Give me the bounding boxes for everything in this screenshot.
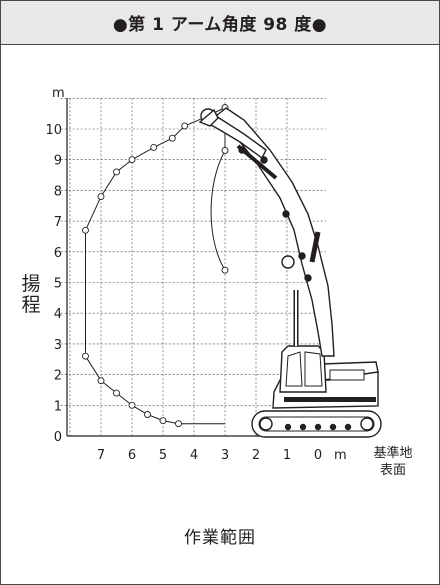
y-tick-label: 1: [54, 399, 62, 414]
roller-4: [329, 423, 337, 431]
reach-point: [168, 134, 176, 142]
reach-point: [128, 156, 136, 164]
x-tick-label: 7: [97, 448, 105, 463]
y-tick-label: 8: [54, 184, 62, 199]
x-tick-label: 2: [252, 448, 260, 463]
reach-point: [150, 143, 158, 151]
y-tick-label: 5: [54, 277, 62, 292]
reach-point: [113, 389, 120, 397]
roller-2: [299, 423, 307, 431]
body-stripe: [284, 397, 376, 402]
reach-point: [175, 420, 182, 428]
x-tick-labels: 7 6 5 4 3 2 1 0: [97, 448, 322, 463]
reach-point: [97, 377, 105, 385]
roller-5: [344, 423, 352, 431]
reach-point: [181, 122, 189, 130]
boom: [214, 107, 335, 357]
cab-window-front: [285, 351, 303, 387]
y-tick-label: 4: [54, 307, 62, 322]
panel-header: ●第 1 アーム角度 98 度●: [1, 1, 439, 45]
reach-point: [97, 193, 105, 200]
x-tick-label: 5: [159, 448, 167, 463]
track-inner: [258, 416, 375, 432]
idler-wheel: [259, 417, 273, 431]
y-tick-label: 9: [54, 154, 62, 169]
pin-1: [298, 252, 306, 260]
bucket: [198, 108, 219, 127]
ground-reference-label: 基準地 表面: [368, 445, 418, 479]
y-tick-label: 10: [45, 123, 62, 138]
reach-point: [221, 266, 229, 274]
x-tick-label: 6: [128, 448, 136, 463]
y-tick-label: 7: [54, 215, 62, 230]
reach-point: [82, 352, 89, 360]
x-tick-label: 0: [314, 448, 322, 463]
ground-reference-line2: 表面: [379, 463, 406, 478]
y-tick-label: 2: [54, 369, 62, 384]
pin-5: [238, 146, 246, 154]
reach-point: [113, 168, 120, 176]
y-tick-label: 6: [54, 246, 62, 261]
x-tick-label: 3: [221, 448, 229, 463]
working-range-caption: 作業範囲: [184, 528, 256, 548]
reach-point: [128, 401, 136, 409]
x-tick-label: 4: [190, 448, 198, 463]
ground-reference-line1: 基準地: [373, 446, 413, 461]
reach-points: [82, 104, 229, 428]
roller-1: [284, 423, 292, 431]
boom-pivot: [281, 255, 295, 269]
x-axis-unit: m: [334, 448, 347, 463]
grid: [60, 98, 326, 436]
reach-point: [221, 147, 229, 154]
excavator-illustration: [198, 107, 382, 438]
vertical-axis-label: 揚程: [21, 273, 41, 316]
y-tick-label: 3: [54, 338, 62, 353]
arm-cylinder: [309, 231, 321, 263]
x-tick-label: 1: [283, 448, 291, 463]
reach-point: [159, 417, 167, 425]
panel-title: ●第 1 アーム角度 98 度●: [112, 15, 328, 35]
outer-reach-curve: [85, 107, 226, 425]
pin-2: [304, 274, 312, 282]
roller-3: [314, 423, 322, 431]
engine-grille: [329, 369, 365, 381]
y-tick-labels: 0 1 2 3 4 5 6 7 8 9 10: [45, 123, 62, 445]
pin-4: [260, 156, 268, 164]
sprocket-wheel: [360, 417, 374, 431]
reach-point: [144, 411, 151, 418]
pin-3: [282, 210, 290, 218]
cab-window-side: [304, 351, 323, 387]
y-tick-label: 0: [54, 430, 62, 445]
reach-point: [82, 226, 89, 234]
y-axis-unit: m: [52, 86, 65, 101]
